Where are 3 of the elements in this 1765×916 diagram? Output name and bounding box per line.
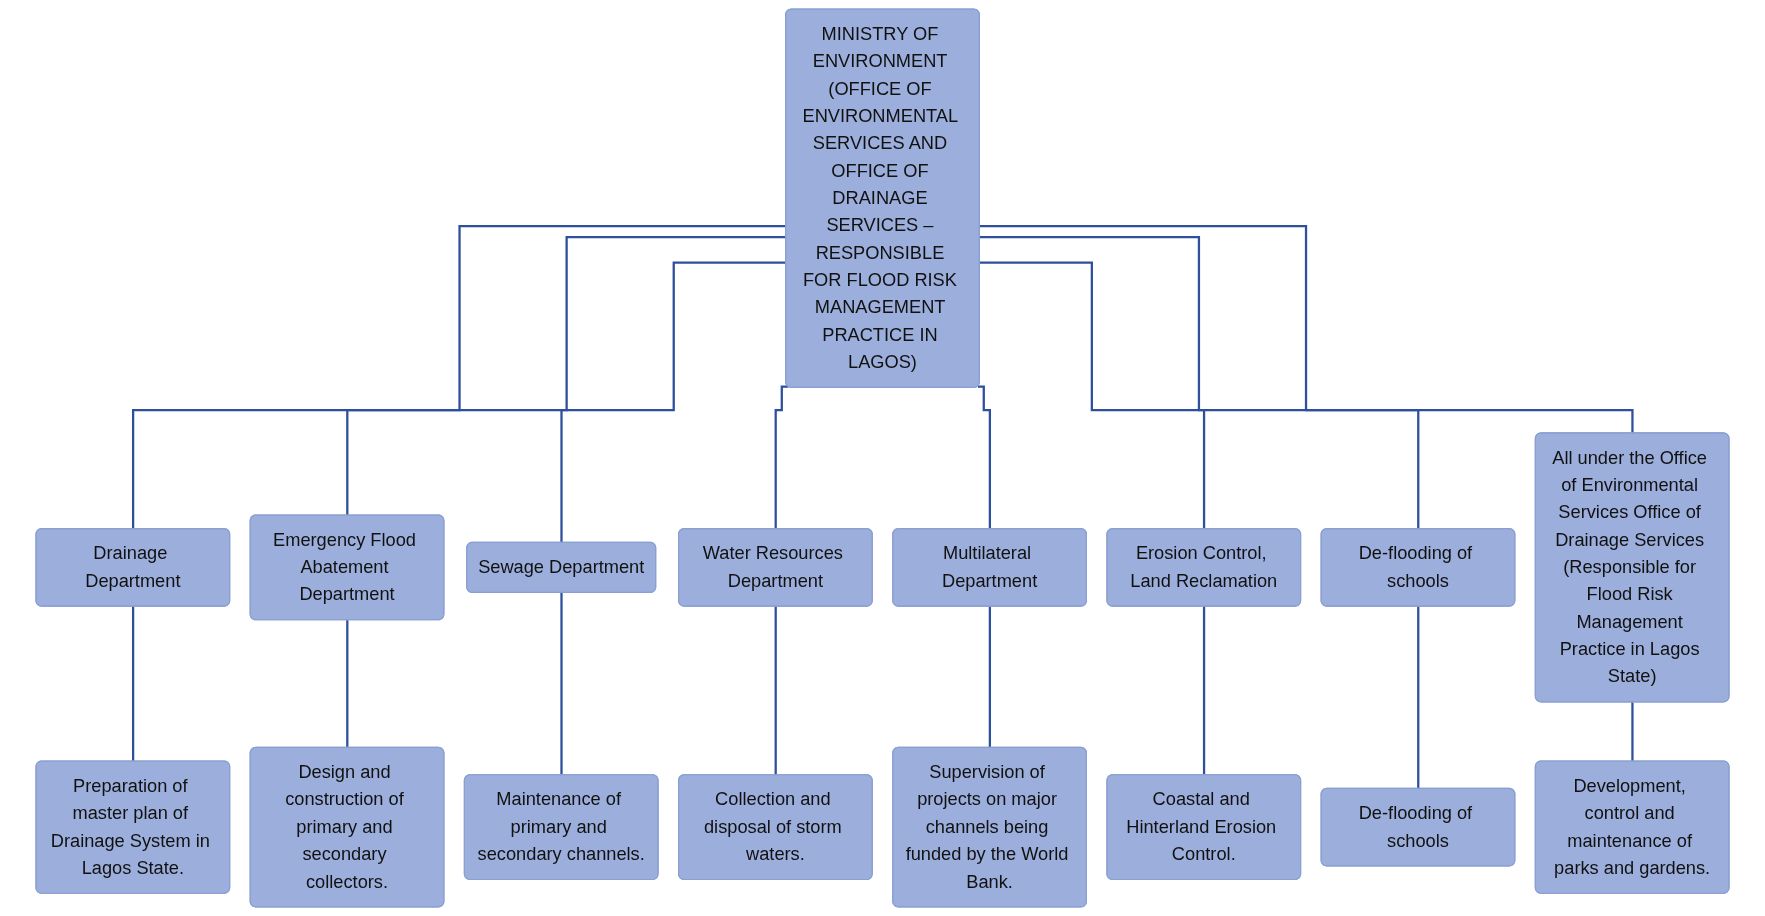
connector: [560, 261, 787, 544]
connector: [1631, 701, 1634, 763]
connector: [132, 605, 135, 763]
